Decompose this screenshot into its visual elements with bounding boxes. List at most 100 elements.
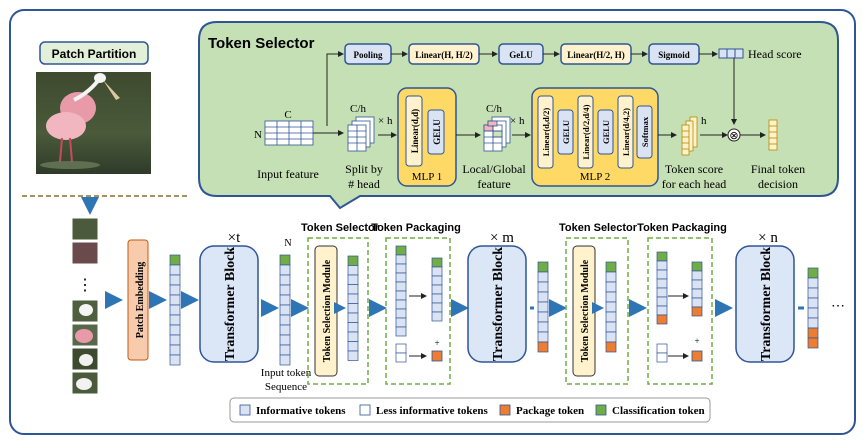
patch-embedding-label: Patch Embedding (135, 262, 146, 338)
transformer-block-3[interactable] (735, 245, 795, 363)
token-cell (431, 266, 443, 277)
final-decision-label-1: Final token (751, 162, 805, 176)
token-cell (431, 311, 443, 322)
pack2-plus: + (694, 336, 699, 346)
token-cell (169, 304, 181, 316)
token-cell (656, 305, 668, 316)
split-ch-label: C/h (350, 103, 366, 115)
legend-package-label: Package token (516, 405, 584, 417)
mlp1-linear-label: Linear(d,d) (410, 109, 420, 153)
token-cell (431, 293, 443, 304)
token-cell (347, 331, 359, 342)
token-cell (691, 306, 703, 317)
token-cell (169, 314, 181, 326)
token-cell (656, 260, 668, 271)
pack1-plus: + (434, 338, 439, 348)
token-cell (605, 341, 617, 353)
pooling-label: Pooling (353, 50, 383, 60)
mlp2-linear2-label: Linear(d/2,d/4) (581, 104, 591, 159)
head-score-label: Head score (748, 47, 802, 61)
token-selector-stage-1 (307, 237, 369, 385)
legend-box (229, 397, 711, 423)
token-cell (279, 274, 291, 286)
token-column-embed (169, 254, 181, 366)
token-cell (656, 278, 668, 289)
input-feature-grid (264, 120, 314, 146)
token-score-label-2: for each head (662, 177, 727, 191)
token-cell (279, 324, 291, 336)
mlp1-gelu-label: GELU (432, 119, 442, 145)
token-cell (395, 317, 407, 328)
lg-label-2: feature (477, 177, 510, 191)
token-cell (347, 341, 359, 352)
token-cell (656, 352, 668, 363)
times-t-label: ×t (228, 230, 241, 246)
token-cell (169, 324, 181, 336)
patches-ellipsis: ⋮ (77, 277, 93, 294)
token-cell (169, 294, 181, 306)
split-head-stack (347, 116, 375, 152)
token-cell (656, 287, 668, 298)
token-cell (395, 245, 407, 256)
mlp1-linear-box (405, 95, 423, 167)
token-column-sel1 (347, 255, 359, 361)
mlp2-linear1-label: Linear(d,d/2) (541, 108, 551, 157)
token-cell (395, 299, 407, 310)
token-cell (279, 314, 291, 326)
mlp2-softmax-label: Softmax (640, 116, 650, 147)
token-cell (537, 291, 549, 303)
token-cell (807, 267, 819, 279)
token-column-pack2-in (656, 251, 668, 325)
final-decision-vector (768, 119, 778, 151)
input-n-label: N (254, 129, 262, 141)
token-score-label-1: Token score (665, 162, 723, 176)
mlp2-label: MLP 2 (580, 171, 610, 183)
token-cell (431, 257, 443, 268)
token-cell (605, 291, 617, 303)
token-cell (656, 269, 668, 280)
token-cell (807, 337, 819, 349)
token-cell (537, 311, 549, 323)
input-feature-label: Input feature (257, 167, 319, 181)
split-label-1: Split by (345, 162, 383, 176)
legend-less-informative-label: Less informative tokens (376, 405, 489, 417)
linear-half-h-label: Linear(H/2, H) (567, 50, 625, 60)
token-cell (537, 281, 549, 293)
token-cell (656, 343, 668, 354)
token-cell (169, 254, 181, 266)
token-cell (537, 321, 549, 333)
token-selector-panel (198, 21, 839, 210)
mlp2-gelu2-label: GELU (601, 120, 611, 144)
token-selection-module-1-label: Token Selection Module (322, 259, 333, 362)
token-selection-module-2-label: Token Selection Module (580, 259, 591, 362)
mlp1-gelu-box (427, 109, 445, 155)
gelu-label: GeLU (509, 50, 533, 60)
token-cell (169, 354, 181, 366)
token-cell (807, 277, 819, 289)
patch-embedding-box[interactable] (127, 239, 149, 361)
transformer-block-1[interactable] (199, 245, 259, 363)
token-column-input (279, 254, 291, 366)
token-cell (279, 334, 291, 346)
input-c-label: C (284, 109, 291, 121)
token-cell (169, 284, 181, 296)
token-cell (347, 284, 359, 295)
transformer-block-2[interactable] (467, 245, 527, 363)
token-cell (279, 264, 291, 276)
token-cell (691, 297, 703, 308)
token-cell (807, 327, 819, 339)
token-cell (169, 344, 181, 356)
token-packaging-heading-1: Token Packaging (371, 222, 461, 234)
token-cell (347, 265, 359, 276)
token-cell (605, 321, 617, 333)
token-cell (605, 301, 617, 313)
mlp2-linear3-label: Linear(d/4,2) (621, 108, 631, 156)
token-cell (537, 261, 549, 273)
token-cell (605, 331, 617, 343)
token-column-tb2 (537, 261, 549, 353)
token-packaging-heading-2: Token Packaging (637, 222, 727, 234)
token-cell (347, 312, 359, 323)
token-cell (537, 341, 549, 353)
token-score-stack (681, 116, 698, 156)
